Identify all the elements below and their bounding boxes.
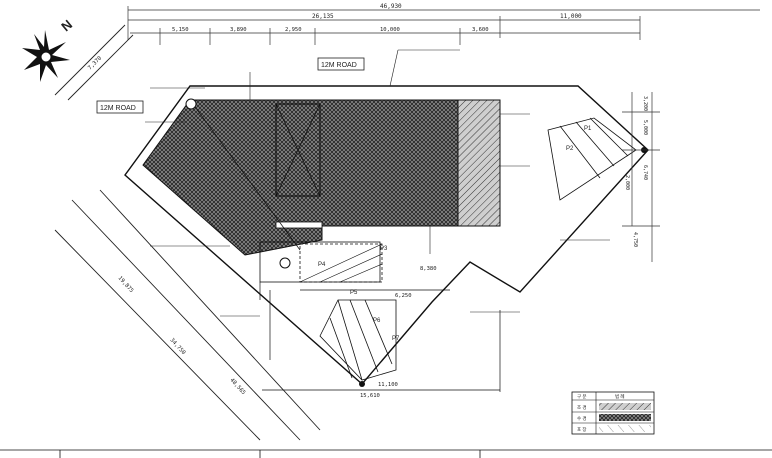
- parking-p4: P4: [318, 262, 326, 268]
- dim-right-c: 6,740: [642, 165, 648, 180]
- dim-right-a: 3,200: [642, 96, 648, 111]
- building-annex: [457, 99, 501, 227]
- legend-table: 구 분 범 례 조 경 수 경 포 장: [571, 391, 655, 435]
- road-label-top: 12M ROAD: [317, 57, 365, 71]
- parking-wedge-east: [547, 117, 637, 201]
- title-block-edge: [0, 449, 772, 458]
- dim-sub-d: 10,000: [380, 27, 400, 33]
- dim-left-diag-a: 19,875: [117, 275, 135, 294]
- dim-top-right: 11,000: [560, 13, 582, 20]
- dim-top-mid: 26,135: [312, 13, 334, 20]
- parking-p1: P1: [584, 126, 592, 132]
- north-letter: N: [58, 17, 75, 35]
- dim-right-e: 4,750: [632, 232, 638, 247]
- annotation-leaders: [145, 49, 610, 317]
- parking-area: [259, 241, 383, 283]
- dim-sub-e: 3,600: [472, 27, 489, 33]
- parking-p3: P3: [380, 246, 388, 252]
- building-core: [275, 103, 321, 197]
- building-footprint: [142, 99, 461, 256]
- svg-text:12M ROAD: 12M ROAD: [321, 62, 357, 69]
- legend-swatch-landscape: [599, 403, 651, 410]
- top-dimension-lines: [127, 6, 760, 45]
- legend-header-category: 구 분: [577, 394, 587, 400]
- gate-marker-icon: [279, 257, 291, 269]
- dim-mid-a: 8,380: [420, 266, 437, 272]
- legend-swatch-water: [599, 414, 651, 421]
- legend-row-landscape: 조 경: [577, 404, 587, 410]
- parking-p6: P6: [373, 318, 381, 324]
- svg-text:12M ROAD: 12M ROAD: [100, 105, 136, 112]
- north-arrow-icon: N: [22, 17, 75, 82]
- parking-p7: P7: [392, 336, 400, 342]
- legend-row-paving: 포 장: [577, 426, 587, 432]
- entrance-strip: [275, 221, 323, 229]
- dim-sub-c: 2,950: [285, 27, 302, 33]
- boundary-point-icon: [185, 98, 197, 110]
- dim-mid-b: 6,250: [395, 293, 412, 299]
- dim-bottom-b: 15,610: [360, 393, 380, 399]
- dim-right-d: 2,000: [624, 175, 630, 190]
- legend-swatch-paving: [599, 425, 651, 432]
- dim-sub-b: 3,890: [230, 27, 247, 33]
- site-boundary: [124, 85, 649, 385]
- internal-guide-lines: [189, 99, 501, 392]
- legend-row-water: 수 경: [577, 415, 587, 422]
- legend-header-symbol: 범 례: [615, 393, 625, 400]
- dim-bottom-a: 11,100: [378, 382, 398, 388]
- dim-top-overall: 46,930: [380, 3, 402, 10]
- dim-left-diag-d: 7,370: [87, 55, 103, 71]
- dim-left-diag-b: 34,750: [169, 337, 187, 356]
- boundary-point-icon: [359, 381, 365, 387]
- parking-wedge-south: [319, 299, 397, 381]
- right-dimension-lines: [622, 92, 660, 262]
- parking-p2: P2: [566, 146, 574, 152]
- dim-sub-a: 5,150: [172, 27, 189, 33]
- parking-p5: P5: [350, 290, 358, 296]
- road-label-left: 12M ROAD: [96, 100, 144, 114]
- dim-right-b: 5,000: [642, 120, 648, 135]
